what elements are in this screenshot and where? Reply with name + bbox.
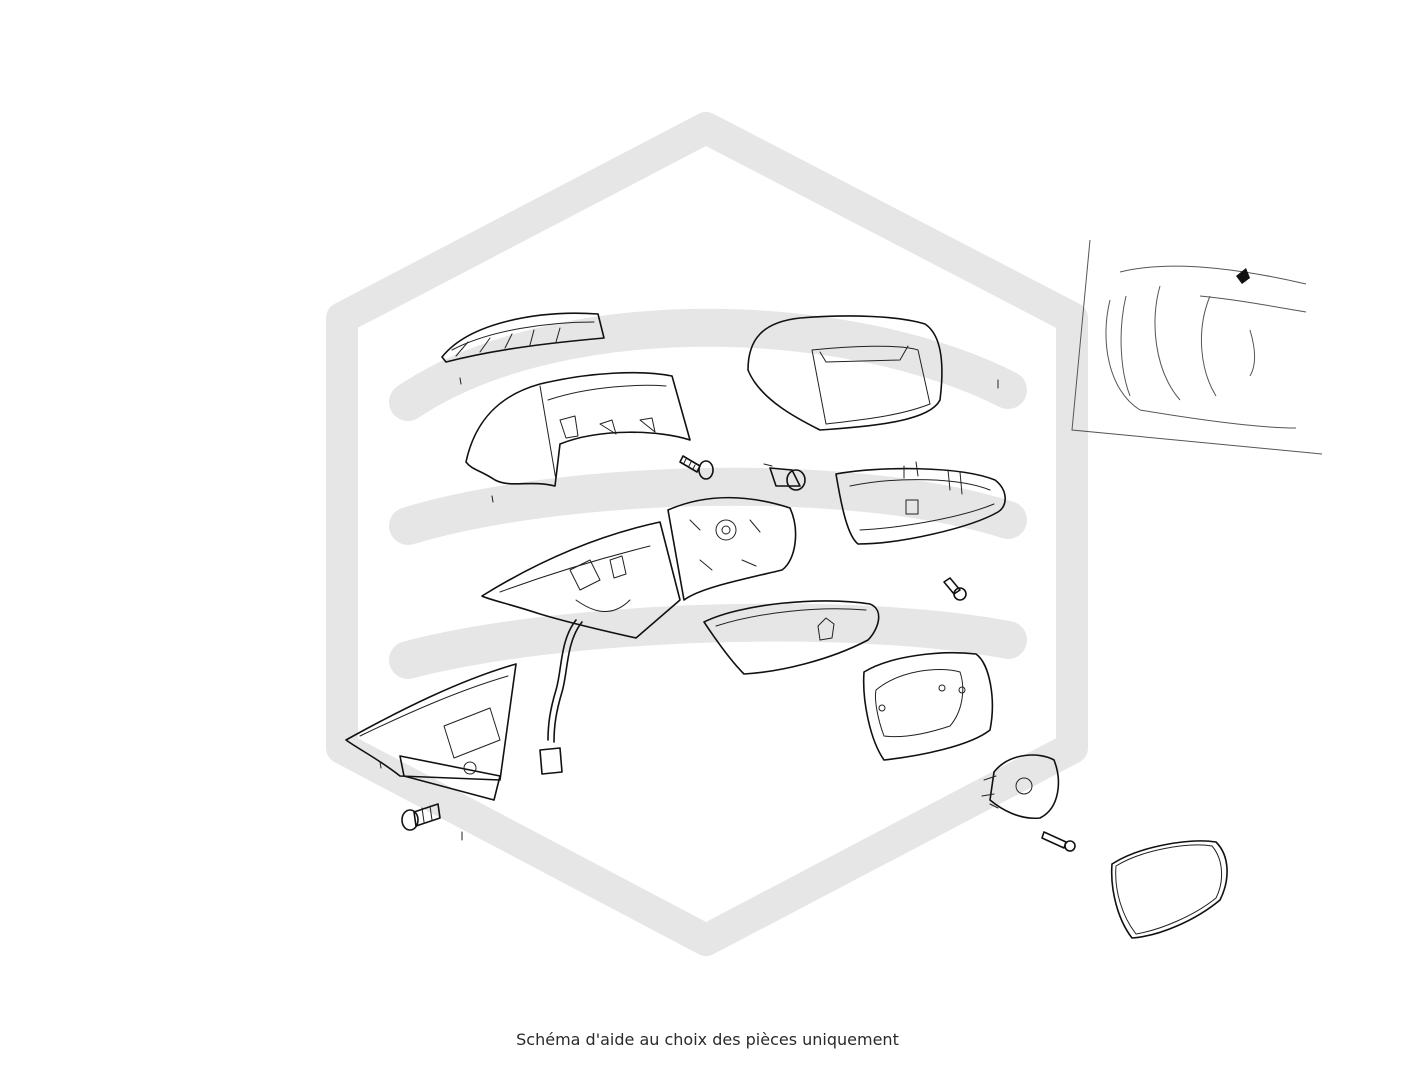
mirror-cap-upper[interactable] <box>465 371 691 503</box>
wiring-harness[interactable] <box>539 599 631 775</box>
bulb[interactable] <box>763 463 806 491</box>
mirror-mounting-base[interactable] <box>345 663 517 801</box>
mirror-housing-base[interactable] <box>481 496 797 639</box>
mirror-cover[interactable] <box>747 315 999 431</box>
clip-screw[interactable] <box>943 577 967 601</box>
car-locator-inset <box>1071 239 1323 455</box>
adjustment-motor[interactable] <box>981 754 1060 820</box>
mirror-glass[interactable] <box>1110 840 1228 939</box>
caption: Schéma d'aide au choix des pièces unique… <box>516 1030 899 1049</box>
mirror-trim-lower[interactable] <box>703 600 880 675</box>
screw[interactable] <box>679 455 714 480</box>
mirror-frame-rear[interactable] <box>835 461 1006 545</box>
motor-screw[interactable] <box>1041 831 1076 852</box>
indicator-light[interactable] <box>441 312 605 385</box>
mirror-glass-holder[interactable] <box>862 652 994 761</box>
mounting-bolt[interactable] <box>401 803 463 841</box>
watermark-logo <box>326 112 1088 956</box>
